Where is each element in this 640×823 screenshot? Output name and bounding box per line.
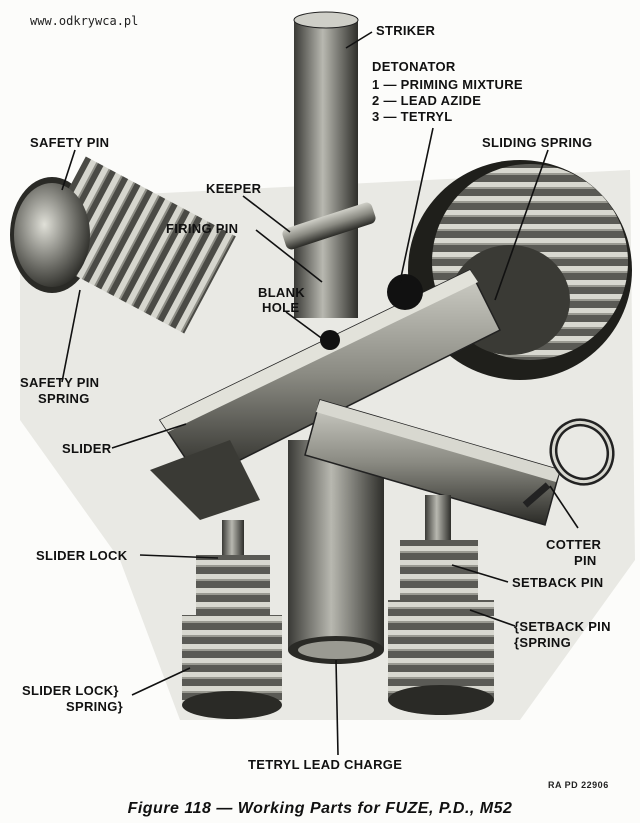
label-blank: BLANK (258, 285, 305, 300)
setback-pin-spring-assembly (388, 495, 494, 715)
label-cotter: COTTER (546, 537, 602, 552)
label-sliding-spring: SLIDING SPRING (482, 135, 593, 150)
safety-pin-spring-assembly (10, 156, 236, 334)
label-safety-pin: SAFETY PIN (30, 135, 110, 150)
leader-keeper (242, 195, 291, 233)
label-tetryl-lead-charge: TETRYL LEAD CHARGE (248, 757, 403, 772)
label-setback-pin: SETBACK PIN (512, 575, 604, 590)
striker-top (293, 11, 359, 29)
leader-striker (345, 31, 373, 49)
label-tetryl: 3 — TETRYL (372, 109, 453, 124)
leader-setback-pin (451, 564, 509, 583)
tetryl-lead-charge-cylinder (288, 440, 384, 664)
leader-tetryl-lead-charge (335, 659, 339, 756)
label-lead-azide: 2 — LEAD AZIDE (372, 93, 482, 108)
watermark: www.odkrywca.pl (30, 14, 139, 28)
label-safety-pin-spring: SAFETY PIN (20, 375, 100, 390)
slider-lock-spring-assembly (182, 520, 282, 719)
label-hole: HOLE (262, 300, 300, 315)
leader-safety-pin-spring (61, 289, 81, 383)
label-striker: STRIKER (376, 23, 436, 38)
figure-caption: Figure 118 — Working Parts for FUZE, P.D… (127, 800, 513, 817)
cotter-pin (522, 418, 615, 508)
label-slider: SLIDER (62, 441, 112, 456)
label-setback-pin-spring: {SETBACK PIN (514, 619, 611, 634)
label-firing-pin: FIRING PIN (166, 221, 239, 236)
setback-bar (304, 399, 561, 526)
leader-sliding-spring (494, 149, 549, 301)
label-keeper: KEEPER (206, 181, 262, 196)
label-slider-lock-spring: SLIDER LOCK} (22, 683, 119, 698)
leader-slider-lock-spring (131, 667, 191, 696)
reference-stamp: RA PD 22906 (548, 780, 609, 790)
leader-firing-pin (255, 229, 323, 283)
leader-blank-hole (285, 311, 325, 341)
label-setback-pin-spring-2: {SPRING (514, 635, 572, 650)
leader-slider-lock (139, 554, 219, 559)
slider-tip (150, 440, 260, 520)
leader-detonator (399, 127, 434, 283)
leader-safety-pin (61, 149, 76, 191)
label-slider-lock-spring-2: SPRING} (66, 699, 124, 714)
striker-rod (294, 18, 358, 318)
label-priming-mixture: 1 — PRIMING MIXTURE (372, 77, 523, 92)
label-safety-pin-spring-2: SPRING (38, 391, 90, 406)
label-cotter-pin: PIN (574, 553, 597, 568)
label-detonator: DETONATOR (372, 59, 456, 74)
keeper-pin (282, 202, 376, 250)
leader-slider (111, 423, 187, 449)
leader-lines (61, 31, 579, 756)
leader-cotter-pin (549, 485, 579, 529)
leader-setback-pin-spring (469, 609, 516, 627)
label-slider-lock: SLIDER LOCK (36, 548, 128, 563)
